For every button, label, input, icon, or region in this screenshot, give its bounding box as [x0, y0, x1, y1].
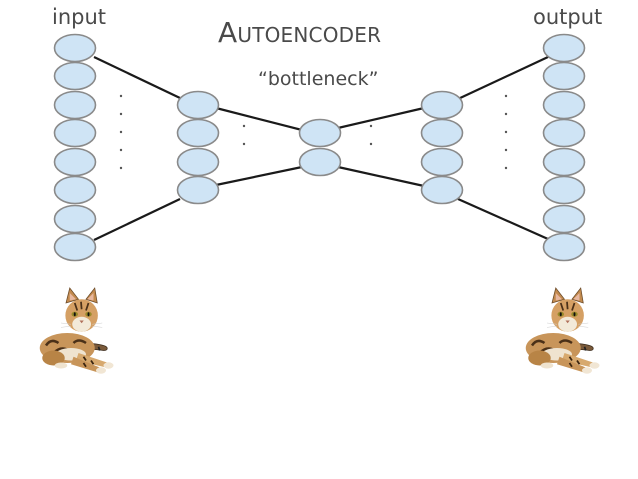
connection-line — [215, 106, 303, 132]
neuron-node — [53, 232, 97, 262]
output-layer — [542, 33, 586, 262]
neuron-node — [542, 175, 586, 205]
neuron-node — [420, 118, 464, 148]
neuron-node — [542, 61, 586, 91]
neuron-node — [542, 232, 586, 262]
bottleneck-label: “bottleneck” — [258, 68, 379, 90]
connection-line — [457, 56, 549, 100]
neuron-node — [53, 90, 97, 120]
neuron-node — [176, 118, 220, 148]
connection-line — [93, 198, 181, 241]
neuron-node — [53, 33, 97, 63]
output-label: output — [533, 5, 603, 29]
input-cat-image — [38, 286, 115, 375]
connection-line — [215, 165, 303, 187]
neuron-node — [298, 118, 342, 148]
connection-line — [337, 106, 425, 130]
neuron-node — [542, 147, 586, 177]
neuron-node — [542, 204, 586, 234]
neuron-node — [53, 118, 97, 148]
neuron-node — [53, 61, 97, 91]
ellipsis-dots — [119, 94, 508, 170]
neuron-node — [176, 90, 220, 120]
connection-lines — [93, 56, 549, 241]
neuron-node — [53, 204, 97, 234]
input-layer — [53, 33, 97, 262]
neuron-node — [542, 118, 586, 148]
neuron-node — [542, 33, 586, 63]
neuron-node — [53, 175, 97, 205]
bottleneck-layer — [298, 118, 342, 177]
output-cat-image — [524, 286, 601, 375]
diagram-title: Autoencoder — [218, 16, 382, 49]
input-label: input — [52, 5, 107, 29]
neuron-node — [176, 175, 220, 205]
encoder-hidden-layer — [176, 90, 220, 205]
decoder-hidden-layer — [420, 90, 464, 205]
connection-line — [93, 56, 181, 99]
neuron-node — [420, 147, 464, 177]
neuron-node — [298, 147, 342, 177]
neuron-node — [420, 90, 464, 120]
connection-line — [457, 197, 549, 241]
neuron-node — [420, 175, 464, 205]
connection-line — [337, 165, 425, 188]
neuron-node — [176, 147, 220, 177]
neuron-node — [53, 147, 97, 177]
neuron-node — [542, 90, 586, 120]
